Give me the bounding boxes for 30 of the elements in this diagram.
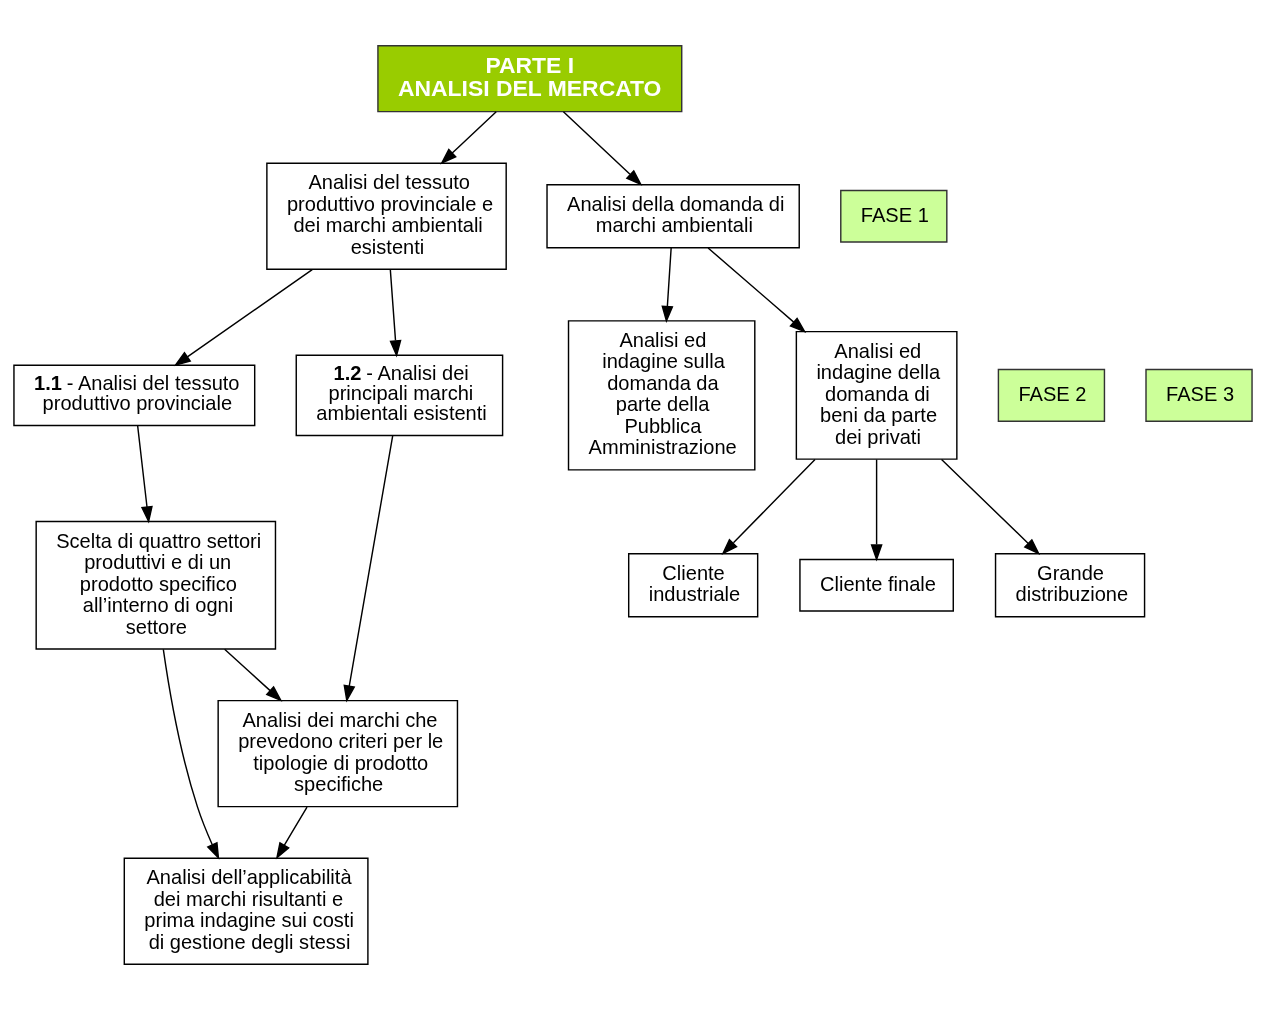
arrow	[275, 805, 308, 860]
arrow	[707, 246, 807, 333]
node-box: Analisi del tessuto produttivo provinciale e dei marchi ambientali esistenti	[266, 162, 507, 270]
node-box: Cliente industriale	[628, 552, 759, 617]
arrow	[440, 110, 497, 164]
node-box: Analisi dei marchi che prevedono criteri per le tipologie di prodotto specifiche	[217, 699, 459, 807]
node-box: Scelta di quattro settori produttivi e di un prodotto specifico all’interno di ogni settore	[35, 520, 277, 650]
node-box: FASE 3	[1145, 368, 1253, 422]
node-box: Analisi ed indagine della domanda di beni da parte dei privati	[795, 330, 958, 460]
arrow	[661, 246, 674, 323]
node-box: PARTE I ANALISI DEL MERCATO	[377, 44, 683, 112]
node-box: 1.2 - Analisi dei principali marchi ambientali esistenti	[295, 354, 504, 436]
node-box: FASE 1	[840, 189, 948, 243]
arrow	[162, 648, 220, 860]
node-box: Analisi ed indagine sulla domanda da parte della Pubblica Amministrazione	[567, 319, 756, 471]
node-box: Cliente finale	[799, 558, 954, 612]
arrow	[721, 458, 816, 555]
arrow	[136, 424, 153, 523]
node-box: 1.1 - Analisi del tessuto produttivo provinciale	[13, 364, 256, 426]
arrow	[870, 458, 883, 561]
arrow	[940, 458, 1041, 555]
node-box: Analisi dell’applicabilità dei marchi risultanti e prima indagine sui costi di gestione degli stessi	[123, 857, 369, 965]
arrow	[173, 268, 313, 366]
node-box: Analisi della domanda di marchi ambientali	[546, 183, 800, 248]
node-box: Grande distribuzione	[994, 552, 1146, 617]
node-box: FASE 2	[997, 368, 1106, 422]
arrow	[562, 110, 643, 186]
arrow	[343, 434, 394, 702]
arrow	[223, 648, 283, 702]
arrow	[389, 268, 402, 357]
